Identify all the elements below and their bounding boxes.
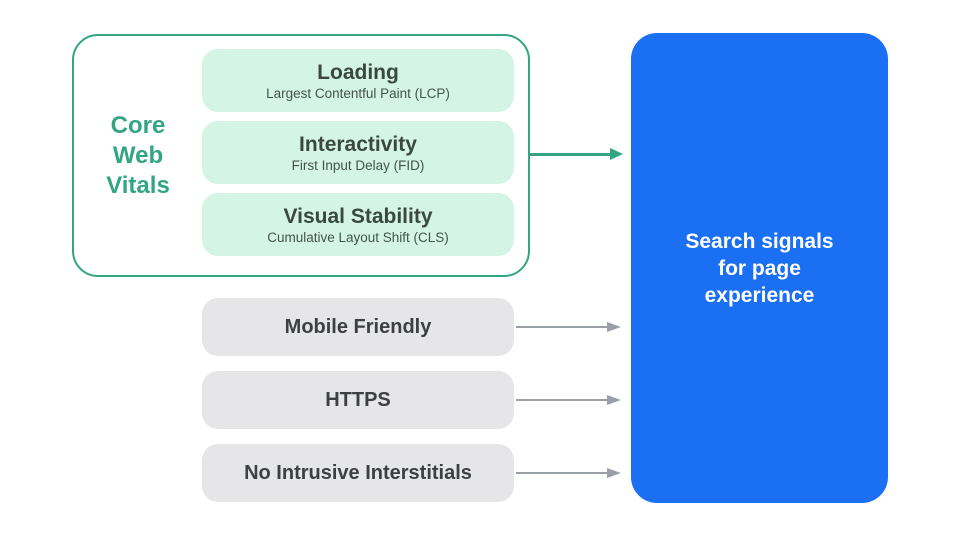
- arrow-right-icon: [610, 148, 623, 160]
- signal-box-no-intrusive-interstitials: No Intrusive Interstitials: [202, 444, 514, 502]
- metric-subtitle: Cumulative Layout Shift (CLS): [267, 229, 449, 245]
- metric-box-interactivity: Interactivity First Input Delay (FID): [202, 121, 514, 184]
- core-web-vitals-label-line: Vitals: [106, 171, 170, 199]
- signal-box-https: HTTPS: [202, 371, 514, 429]
- core-web-vitals-label-line: Core: [110, 111, 166, 139]
- signal-box-mobile-friendly: Mobile Friendly: [202, 298, 514, 356]
- metric-title: Interactivity: [299, 132, 417, 156]
- arrow-line: [516, 326, 609, 328]
- result-label-line: experience: [704, 283, 815, 307]
- core-web-vitals-label-line: Web: [112, 141, 164, 169]
- core-web-vitals-label: Core Web Vitals: [74, 34, 202, 277]
- metric-box-loading: Loading Largest Contentful Paint (LCP): [202, 49, 514, 112]
- arrow-right-icon: [607, 321, 621, 332]
- arrow-line: [516, 399, 609, 401]
- signal-label: Mobile Friendly: [284, 315, 432, 338]
- metric-title: Loading: [317, 60, 399, 84]
- metric-subtitle: Largest Contentful Paint (LCP): [266, 85, 450, 101]
- arrow-right-icon: [607, 394, 621, 405]
- metric-title: Visual Stability: [283, 204, 433, 228]
- signal-label: HTTPS: [325, 388, 391, 411]
- arrow-line: [530, 153, 612, 156]
- signal-label: No Intrusive Interstitials: [244, 461, 472, 484]
- metric-subtitle: First Input Delay (FID): [291, 157, 425, 173]
- arrow-line: [516, 472, 609, 474]
- search-signals-result-box: Search signals for page experience: [631, 33, 888, 503]
- result-label-line: Search signals: [685, 229, 834, 253]
- result-label-line: for page: [718, 256, 801, 280]
- metric-box-visual-stability: Visual Stability Cumulative Layout Shift…: [202, 193, 514, 256]
- arrow-right-icon: [607, 467, 621, 478]
